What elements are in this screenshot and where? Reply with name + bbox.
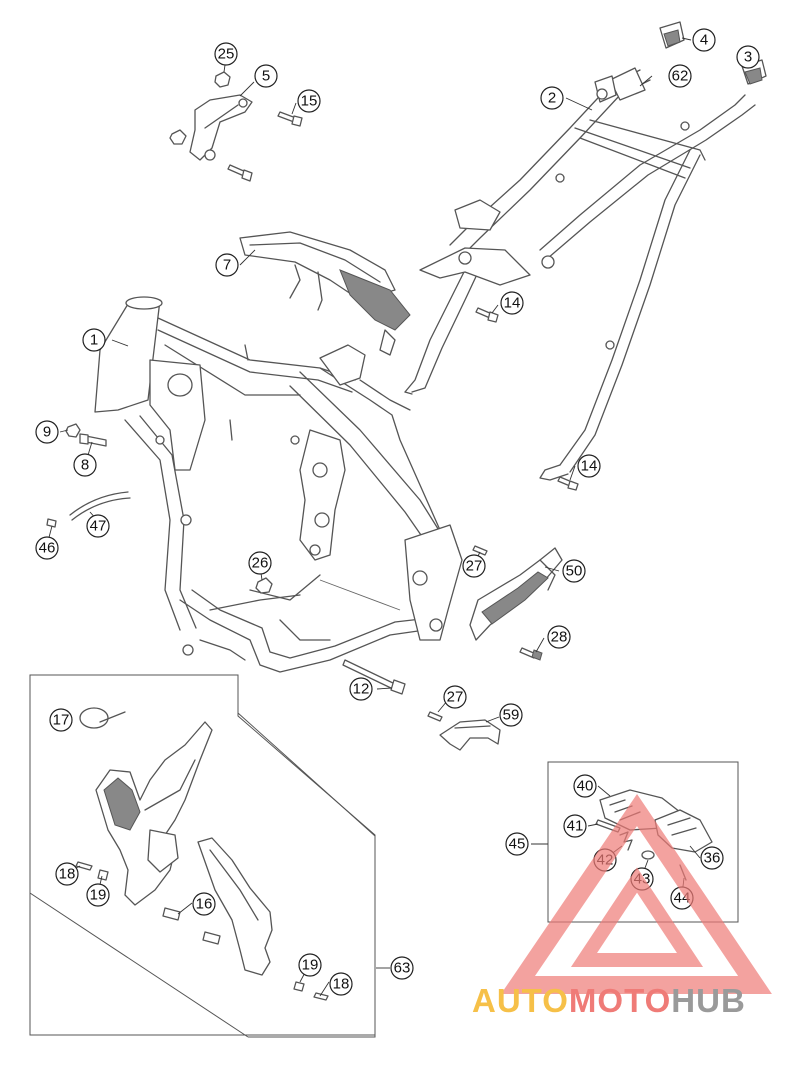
svg-text:3: 3 [744,49,752,66]
end-plug-4 [659,21,685,49]
washer-43 [641,850,655,860]
main-frame [94,296,463,673]
callout-1: 1 [82,328,106,352]
screw-46 [46,518,57,528]
screw-14-upper [475,307,499,323]
watermark-text: AUTOMOTOHUB [472,982,746,1019]
nut-9 [65,423,81,438]
callout-14-upper: 14 [500,291,524,315]
callout-40: 40 [573,774,597,798]
svg-text:36: 36 [704,850,721,867]
callout-27-lower: 27 [443,685,467,709]
svg-text:AUTOMOTOHUB: AUTOMOTOHUB [472,982,746,1019]
callout-50: 50 [562,559,586,583]
screw-14-lower [557,476,579,491]
svg-text:25: 25 [218,46,235,63]
callout-27-upper: 27 [462,554,486,578]
callout-19-right: 19 [298,953,322,977]
svg-text:27: 27 [447,689,464,706]
svg-text:17: 17 [53,712,70,729]
callout-28: 28 [547,625,571,649]
callout-16: 16 [192,892,216,916]
svg-text:40: 40 [577,778,594,795]
svg-text:19: 19 [90,887,107,904]
watermark-logo [500,793,772,994]
hose-47 [69,491,131,521]
svg-text:8: 8 [81,457,89,474]
chain-slider-59 [427,711,501,751]
frame-protector-left [95,721,213,906]
svg-text:4: 4 [700,32,708,49]
svg-text:45: 45 [509,836,526,853]
footrest-kit-box [547,761,739,923]
svg-text:26: 26 [252,555,269,572]
callout-2: 2 [540,86,564,110]
svg-text:7: 7 [223,257,231,274]
svg-text:47: 47 [90,518,107,535]
callout-46: 46 [35,536,59,560]
svg-text:59: 59 [503,707,520,724]
screw-bracket-lower [227,164,253,182]
callout-4: 4 [692,28,716,52]
rear-subframe [404,67,756,481]
svg-text:5: 5 [262,68,270,85]
screws-18-19-right [293,981,329,1001]
bolt-8 [79,433,107,447]
callout-15: 15 [297,89,321,113]
svg-text:14: 14 [504,295,521,312]
svg-text:9: 9 [43,424,51,441]
screw-15 [277,111,303,127]
spacer-16 [162,907,221,945]
callout-41: 41 [563,814,587,838]
watermark-auto: AUTO [472,982,569,1019]
callout-19-left: 19 [86,883,110,907]
callout-7: 7 [215,253,239,277]
callout-14-lower: 14 [577,454,601,478]
svg-text:19: 19 [302,957,319,974]
svg-text:12: 12 [353,681,370,698]
nut-25 [214,71,231,88]
callout-47: 47 [86,514,110,538]
callout-45: 45 [505,832,529,856]
callout-5: 5 [254,64,278,88]
callout-63: 63 [390,956,414,980]
svg-text:46: 46 [39,540,56,557]
number-plate-bracket-5 [169,94,253,161]
watermark-moto: MOTO [569,982,671,1019]
callout-3: 3 [736,45,760,69]
callout-17: 17 [49,708,73,732]
svg-text:27: 27 [466,558,483,575]
callout-36: 36 [700,846,724,870]
callout-9: 9 [35,420,59,444]
svg-text:28: 28 [551,629,568,646]
callout-26: 26 [248,551,272,575]
nut-26 [255,577,273,594]
screws-18-19-left [75,861,109,881]
frame-protector-right [197,837,273,976]
svg-text:2: 2 [548,90,556,107]
svg-text:1: 1 [90,332,98,349]
callout-59: 59 [499,703,523,727]
callout-25: 25 [214,42,238,66]
svg-text:16: 16 [196,896,213,913]
svg-text:18: 18 [333,976,350,993]
svg-text:41: 41 [567,818,584,835]
callout-62: 62 [668,64,692,88]
cable-guide-7 [239,231,411,356]
svg-text:18: 18 [59,866,76,883]
svg-text:63: 63 [394,960,411,977]
callout-12: 12 [349,677,373,701]
svg-text:62: 62 [672,68,689,85]
svg-text:15: 15 [301,93,318,110]
svg-text:50: 50 [566,563,583,580]
callout-18-right: 18 [329,972,353,996]
cable-tie-17 [79,707,126,729]
chain-guide-50 [469,545,563,661]
callout-18-left: 18 [55,862,79,886]
watermark-hub: HUB [671,982,746,1019]
callout-8: 8 [73,453,97,477]
svg-text:14: 14 [581,458,598,475]
bolt-12 [342,659,406,695]
